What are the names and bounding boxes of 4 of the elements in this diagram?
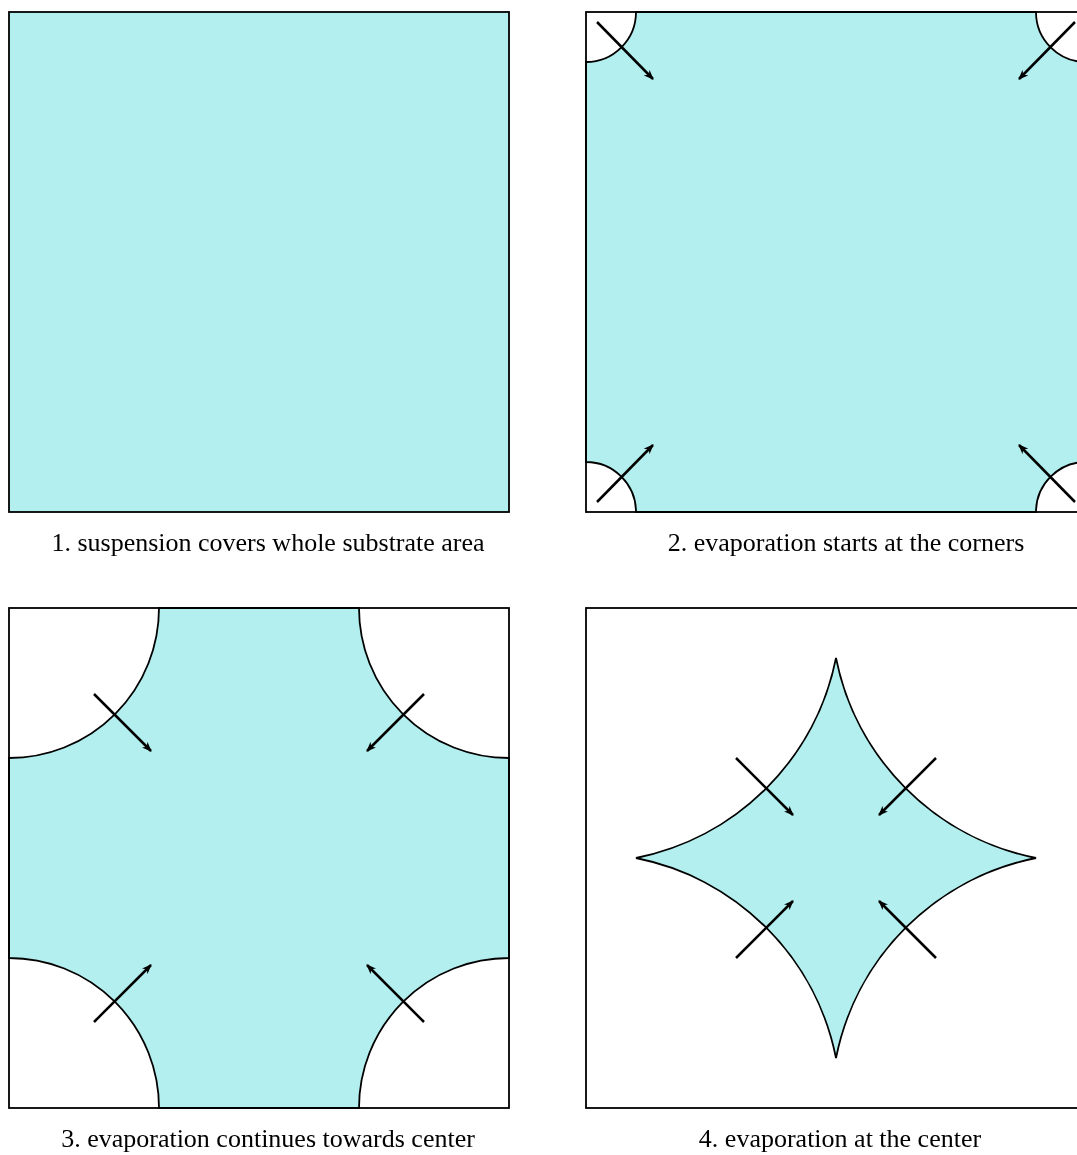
panel-caption: 1. suspension covers whole substrate area <box>51 528 485 558</box>
panel-caption: 2. evaporation starts at the corners <box>667 528 1025 558</box>
panel-caption: 3. evaporation continues towards center <box>61 1124 475 1154</box>
panel-caption: 4. evaporation at the center <box>698 1124 982 1154</box>
